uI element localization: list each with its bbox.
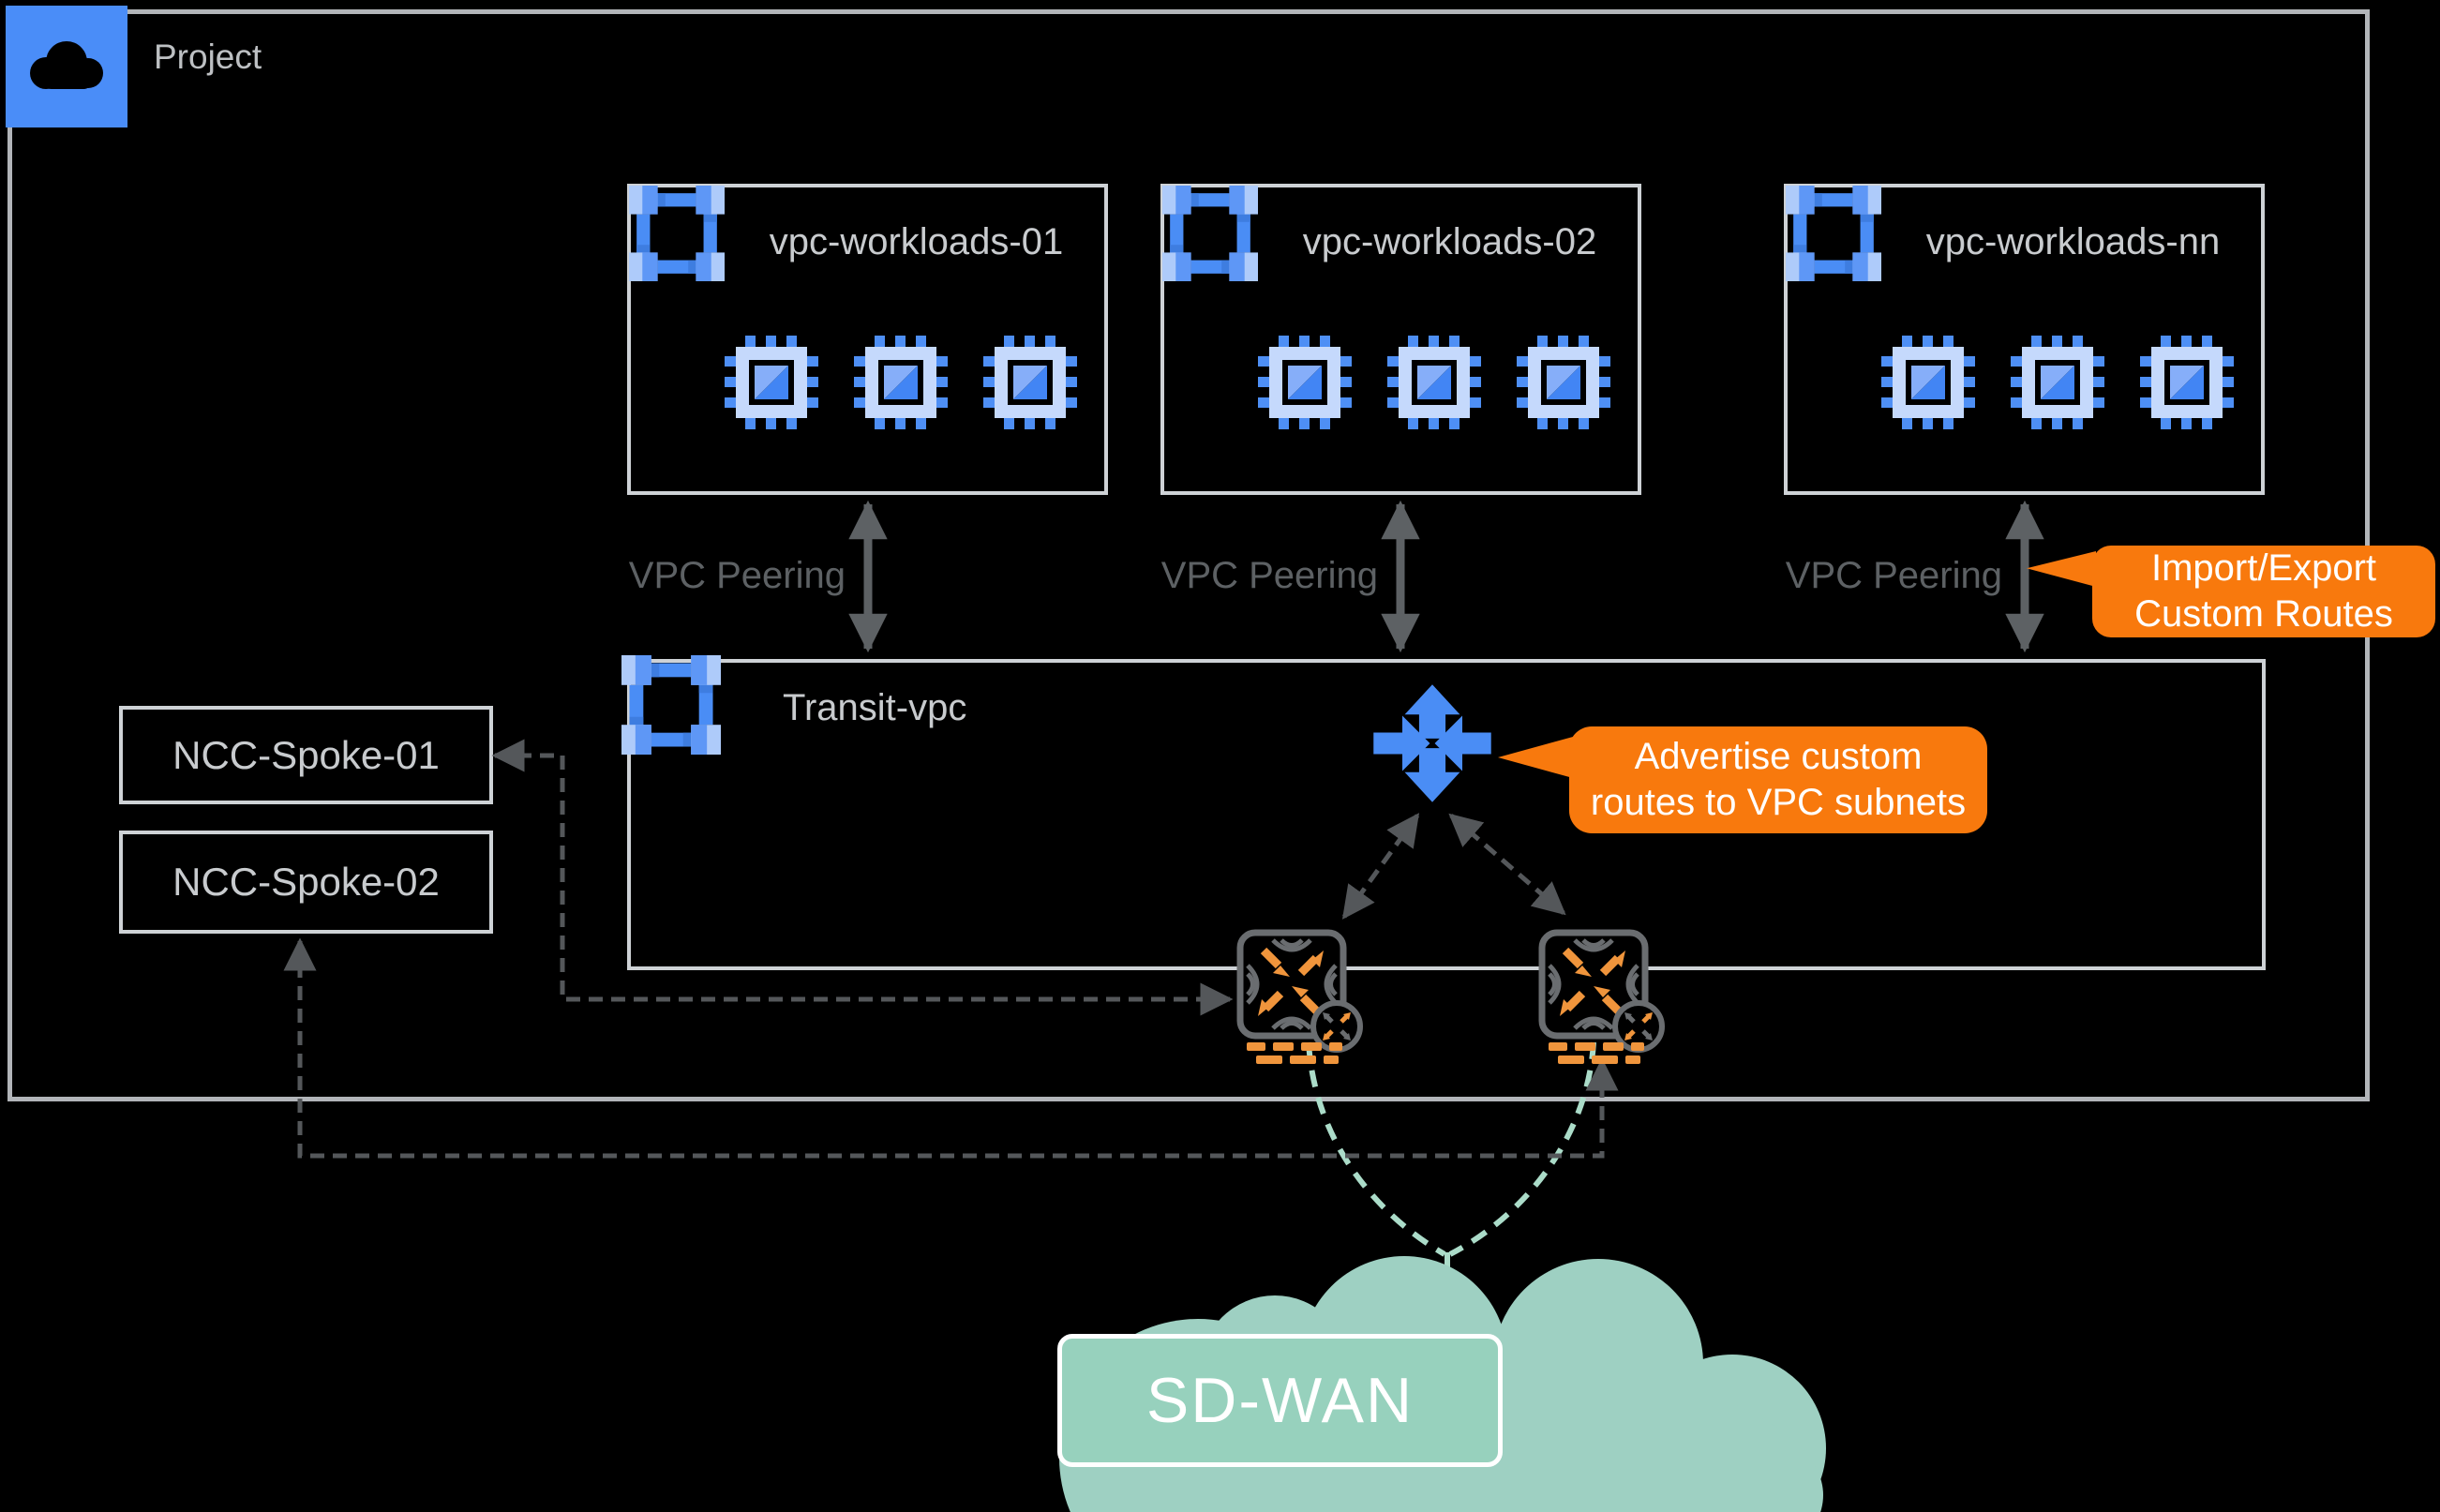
ncc-spoke-label: NCC-Spoke-02 — [172, 860, 440, 904]
cloud-icon — [6, 6, 127, 127]
vpc-workloads-01-box: vpc-workloads-01 — [627, 184, 1108, 495]
route-cloud-router-to-appliance-2 — [1448, 813, 1566, 916]
vpc-peering-arrow — [848, 500, 2044, 653]
ncc-spoke-02-box: NCC-Spoke-02 — [119, 831, 493, 934]
vpc-workloads-02-box: vpc-workloads-02 — [1160, 184, 1641, 495]
route-ncc-spoke-01-to-appliance-1 — [491, 739, 1234, 1016]
import-export-callout: Import/Export Custom Routes — [2092, 546, 2435, 637]
callout-text-line: Custom Routes — [2134, 593, 2393, 635]
vpc-workloads-nn-box: vpc-workloads-nn — [1784, 184, 2265, 495]
ncc-spoke-01-box: NCC-Spoke-01 — [119, 706, 493, 804]
sdwan-label: SD-WAN — [1145, 1365, 1415, 1436]
vpc-peering-label: VPC Peering — [1160, 555, 1378, 596]
vpc-box-label: vpc-workloads-01 — [769, 221, 1064, 262]
sdwan-router-icon — [1542, 933, 1662, 1064]
vpc-box-label: vpc-workloads-nn — [1925, 221, 2221, 262]
callout-text-line: Advertise custom — [1634, 736, 1923, 778]
vpc-peering-label: VPC Peering — [1785, 555, 2002, 596]
sdwan-router-icon — [1240, 933, 1360, 1064]
ncc-spoke-label: NCC-Spoke-01 — [172, 732, 440, 777]
advertise-routes-callout: Advertise custom routes to VPC subnets — [1569, 726, 1987, 833]
transit-vpc-label: Transit-vpc — [783, 687, 967, 728]
callout-text-line: routes to VPC subnets — [1590, 782, 1967, 823]
route-cloud-router-to-appliance-1 — [1341, 813, 1420, 920]
project-label: Project — [154, 37, 262, 76]
vpc-peering-label: VPC Peering — [628, 555, 846, 596]
sdwan-tunnel-lines — [1306, 1041, 1596, 1286]
sdwan-cloud-label-box: SD-WAN — [1057, 1334, 1503, 1467]
route-ncc-spoke-02-to-appliance-2 — [283, 937, 1619, 1159]
callout-text-line: Import/Export — [2150, 547, 2377, 590]
vpc-box-label: vpc-workloads-02 — [1302, 221, 1597, 262]
cloud-router-icon — [1372, 683, 1492, 803]
vpc-icon — [621, 655, 721, 755]
